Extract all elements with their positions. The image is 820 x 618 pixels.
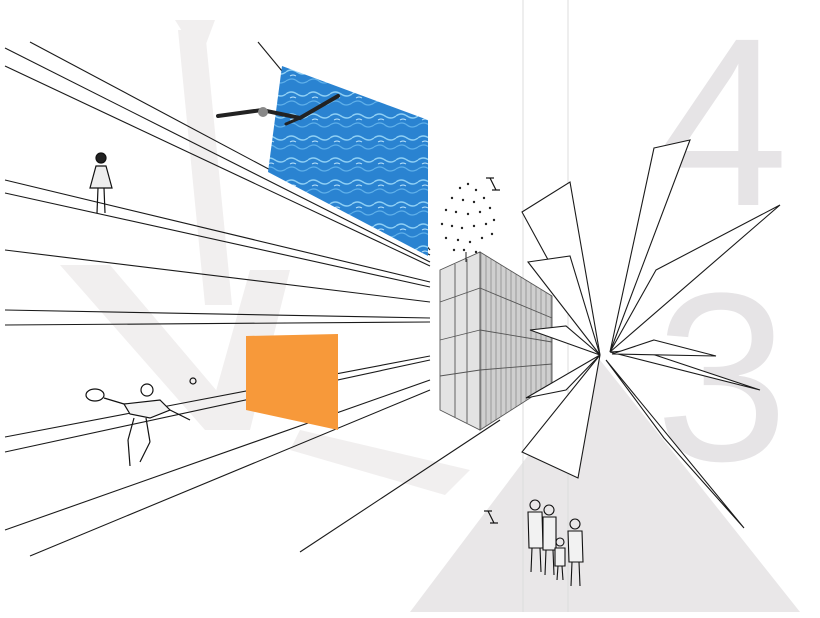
girl-figure-icon: [89, 152, 113, 214]
orange-panel: [246, 334, 338, 430]
tennis-player-icon: [85, 377, 197, 467]
tree-icon: [440, 182, 496, 262]
exploding-shards: [521, 139, 781, 529]
family-group-icon: [527, 499, 584, 587]
ground-triangle: [410, 360, 800, 612]
container-stack: [439, 251, 553, 431]
numeral-four: 4: [655, 0, 788, 256]
scale-marker-icon: [486, 177, 500, 191]
scale-marker-icon: [484, 510, 498, 524]
diver-figure-icon: [216, 94, 340, 126]
